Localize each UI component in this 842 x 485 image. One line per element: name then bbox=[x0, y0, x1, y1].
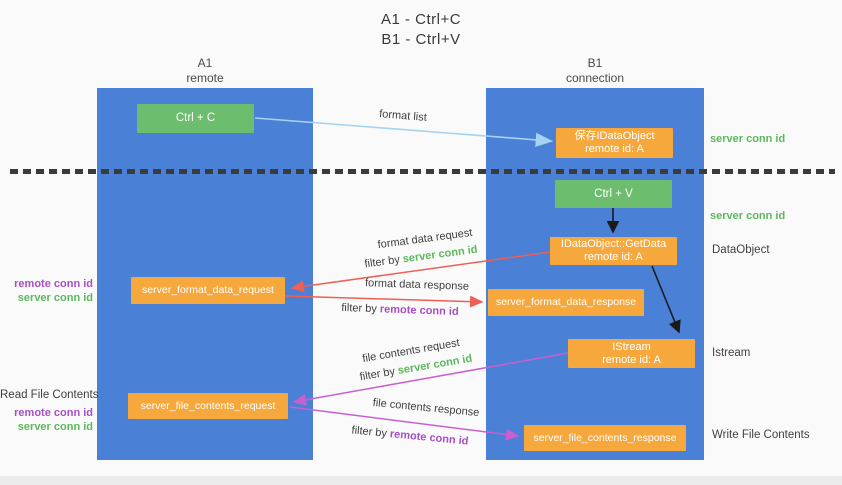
ctrl-v-label: Ctrl + V bbox=[594, 187, 633, 200]
istream-line1: IStream bbox=[612, 340, 651, 353]
annotation-write-file-contents: Write File Contents bbox=[712, 429, 810, 441]
edge-filter-file-contents-response: filter by remote conn id bbox=[351, 424, 469, 447]
edge-label-format-list: format list bbox=[378, 108, 428, 124]
server-file-contents-response-label: server_file_contents_response bbox=[533, 431, 677, 444]
istream-line2: remote id: A bbox=[602, 353, 661, 366]
getdata-box: IDataObject::GetData remote id: A bbox=[550, 237, 677, 265]
lane-b1-subtitle: connection bbox=[565, 71, 625, 85]
filter-by-text: filter by bbox=[363, 253, 404, 271]
annotation-left-bottom-group: remote conn id server conn id bbox=[0, 406, 93, 434]
getdata-line1: IDataObject::GetData bbox=[560, 238, 667, 250]
getdata-line2: remote id: A bbox=[584, 251, 643, 263]
filter-key-server-conn-id: server conn id bbox=[402, 243, 479, 266]
annotation-server-conn-id: server conn id bbox=[17, 421, 93, 433]
filter-by-text: filter by bbox=[351, 424, 391, 441]
annotation-server-conn-id: server conn id bbox=[17, 292, 93, 304]
lane-a1-subtitle: remote bbox=[186, 71, 224, 85]
filter-key-remote-conn-id: remote conn id bbox=[379, 303, 459, 319]
filter-key-remote-conn-id: remote conn id bbox=[389, 428, 469, 448]
server-format-data-request-box: server_format_data_request bbox=[131, 277, 285, 304]
lane-header-b1: B1 connection bbox=[486, 56, 704, 86]
istream-box: IStream remote id: A bbox=[568, 339, 695, 368]
annotation-remote-conn-id: remote conn id bbox=[14, 278, 93, 290]
annotation-server-conn-id-mid: server conn id bbox=[710, 210, 786, 222]
lane-b1-name: B1 bbox=[587, 56, 603, 70]
edge-filter-format-data-response: filter by remote conn id bbox=[341, 302, 459, 318]
server-file-contents-request-box: server_file_contents_request bbox=[128, 393, 288, 419]
annotation-left-top-group: remote conn id server conn id bbox=[0, 277, 93, 305]
lane-a1-name: A1 bbox=[197, 56, 213, 70]
lane-header-a1: A1 remote bbox=[97, 56, 313, 86]
filter-by-text: filter by bbox=[358, 365, 399, 384]
save-idataobject-box: 保存IDataObject remote id: A bbox=[556, 128, 673, 158]
save-idataobject-line2: remote id: A bbox=[585, 143, 644, 155]
edge-label-file-contents-response: file contents response bbox=[372, 396, 480, 420]
save-idataobject-line1: 保存IDataObject bbox=[574, 130, 655, 142]
server-format-data-request-label: server_format_data_request bbox=[142, 284, 274, 296]
bottom-edge-strip bbox=[0, 476, 842, 485]
server-format-data-response-label: server_format_data_response bbox=[495, 296, 637, 308]
filter-by-text: filter by bbox=[341, 301, 381, 316]
ctrl-c-label: Ctrl + C bbox=[175, 112, 216, 124]
annotation-remote-conn-id: remote conn id bbox=[14, 407, 93, 419]
title-line-1: A1 - Ctrl+C bbox=[380, 11, 462, 28]
edge-label-format-data-response: format data response bbox=[364, 277, 470, 293]
title-line-2: B1 - Ctrl+V bbox=[381, 31, 461, 48]
annotation-dataobject: DataObject bbox=[712, 244, 770, 256]
server-file-contents-request-label: server_file_contents_request bbox=[140, 399, 276, 412]
ctrl-c-box: Ctrl + C bbox=[137, 104, 254, 133]
arrow-format-data-response bbox=[284, 295, 484, 308]
annotation-server-conn-id-top: server conn id bbox=[710, 133, 786, 145]
annotation-read-file-contents: Read File Contents bbox=[0, 389, 99, 401]
ctrl-v-box: Ctrl + V bbox=[555, 180, 672, 208]
page-title: A1 - Ctrl+C B1 - Ctrl+V bbox=[0, 10, 842, 50]
dotted-divider bbox=[10, 169, 835, 174]
server-file-contents-response-box: server_file_contents_response bbox=[524, 425, 686, 451]
server-format-data-response-box: server_format_data_response bbox=[488, 289, 644, 316]
annotation-istream: Istream bbox=[712, 347, 751, 359]
